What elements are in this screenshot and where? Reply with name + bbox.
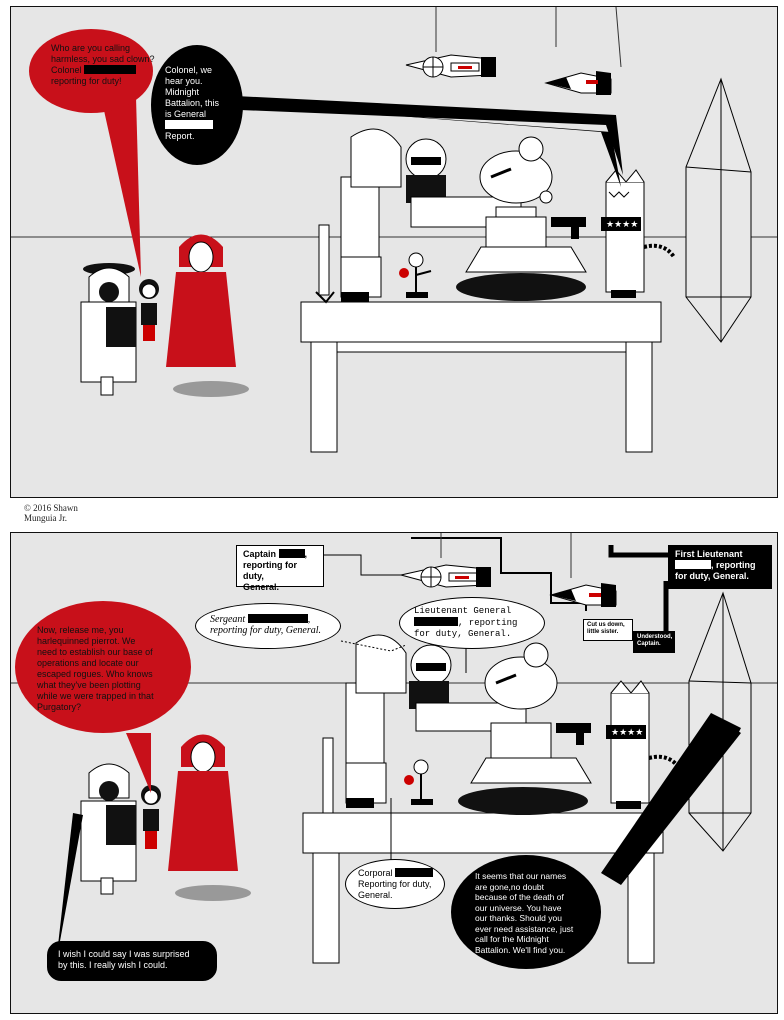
speech-bubble-corporal: Corporal Reporting for duty, General.	[345, 859, 445, 909]
caption-text-line: , reporting	[711, 560, 756, 570]
svg-text:★★★★: ★★★★	[611, 727, 643, 737]
caption-text-line: General.	[243, 582, 280, 592]
bubble-text-line: are gone,no doubt	[475, 881, 545, 892]
bubble-text-line: harlequinned pierrot. We	[37, 636, 136, 646]
tiger-soldier: ★★★★	[601, 169, 676, 298]
speech-bubble-general: It seems that our names are gone,no doub…	[451, 855, 601, 969]
bubble-text-line: General.	[358, 890, 393, 900]
bubble-text-line: because of the death of	[475, 892, 564, 902]
copyright-notice: © 2016 Shawn Munguia Jr.	[24, 503, 78, 523]
jet-2	[544, 71, 612, 95]
pierrot-figure	[80, 763, 137, 895]
bubble-text-line: for duty, General.	[414, 629, 512, 639]
bubble-text-line: ever need assistance, just	[475, 923, 574, 934]
caption-captain: Captain , reporting for duty, General.	[236, 545, 324, 592]
bubble-text-line: hear you.	[165, 76, 203, 86]
caption-text-line: for duty, General.	[675, 571, 749, 581]
jet-1	[400, 564, 491, 588]
comic-panel-top: ★★★★	[10, 6, 778, 498]
caption-bottom-left: I wish I could say I was surprised by th…	[47, 941, 217, 981]
bubble-text-line: It seems that our names	[475, 871, 567, 881]
speech-bubble-lieutenant-general: Lieutenant General , reporting for duty,…	[399, 597, 545, 649]
caption-first-lieutenant: First Lieutenant , reporting for duty, G…	[668, 545, 772, 589]
caption-text-line: Captain	[243, 549, 277, 559]
bubble-text-line: our thanks. Should you	[475, 913, 562, 923]
caption-text-line: I wish I could say I was surprised	[58, 949, 190, 959]
jet-2	[549, 583, 617, 607]
redacted-name-bar	[247, 614, 308, 623]
bubble-text-line: Purgatory?	[37, 702, 82, 712]
bubble-text-line: Corporal	[358, 868, 393, 878]
bubble-text-line: while we were trapped in that	[37, 691, 154, 701]
small-figure	[404, 759, 433, 805]
mouse-general	[465, 136, 587, 273]
red-hood-figure	[168, 734, 251, 901]
bubble-text-line: operations and locate our	[37, 658, 139, 668]
speech-bubble-sergeant: Sergeant , reporting for duty, General.	[195, 603, 341, 649]
redacted-name-bar	[395, 868, 434, 877]
hazmat-figure	[315, 128, 402, 304]
tiger-soldier: ★★★★	[606, 680, 681, 809]
table	[302, 812, 664, 964]
red-hood-figure	[166, 234, 249, 397]
hazmat-figure	[322, 634, 407, 814]
bubble-text-line: call for the Midnight	[475, 934, 549, 944]
caption-cut-us-down: Cut us down, little sister.	[583, 619, 633, 641]
redacted-name-bar	[165, 120, 213, 129]
bubble-text-line: escaped rogues. Who knows	[37, 669, 153, 679]
comic-panel-bottom: ★★★★	[10, 532, 778, 1014]
bubble-text-line: Lieutenant General	[414, 606, 512, 616]
bubble-text-line: Battalion. We'll find you.	[475, 944, 566, 955]
jet-1	[405, 54, 496, 78]
bubble-text-line: Colonel	[51, 65, 82, 75]
mouse-general	[470, 642, 592, 784]
redacted-name-bar	[675, 560, 711, 569]
bubble-text-line: need to establish our base of	[37, 647, 153, 657]
redacted-name-bar	[278, 549, 305, 558]
bubble-text-line: Battalion, this	[165, 98, 220, 108]
caption-text-line: little sister.	[587, 629, 619, 635]
bubble-text-line: reporting for duty, General.	[210, 625, 322, 636]
caption-text-line: First Lieutenant	[675, 549, 743, 559]
speech-bubble-red: Now, release me, you harlequinned pierro…	[15, 601, 191, 733]
redacted-name-bar	[414, 617, 458, 626]
redacted-name-bar	[84, 65, 137, 74]
caption-text-line: reporting for duty,	[243, 560, 297, 581]
crystal-shape	[685, 77, 752, 343]
bubble-text-line: Reporting for duty,	[358, 879, 432, 889]
caption-text-line: by this. I really wish I could.	[58, 960, 168, 970]
bubble-text-line: Who are you calling	[51, 43, 131, 53]
bubble-text-line: what they've been plotting	[37, 680, 141, 690]
bubble-text-line: , reporting	[458, 618, 518, 628]
caption-understood: Understood, Captain.	[633, 631, 675, 653]
bubble-text-line: Sergeant	[210, 614, 246, 625]
bubble-text-line: Colonel, we	[165, 65, 213, 75]
bubble-text-line: reporting for duty!	[51, 76, 122, 86]
bubble-text-line: Now, release me, you	[37, 625, 124, 635]
svg-text:★★★★: ★★★★	[606, 219, 638, 229]
small-figure	[399, 252, 432, 298]
held-doll	[141, 785, 161, 849]
bubble-text-line: our universe. You have	[475, 902, 562, 913]
caption-text-line: Understood,	[637, 634, 673, 640]
panel-top-artwork: ★★★★	[11, 7, 777, 453]
bubble-text-line: Report.	[165, 131, 195, 141]
bubble-text-line: harmless, you sad clown?	[51, 54, 155, 64]
bubble-text-line: is General	[165, 109, 207, 119]
speech-bubble-black: Colonel, we hear you. Midnight Battalion…	[151, 45, 243, 165]
held-doll	[139, 279, 159, 341]
table	[300, 301, 662, 453]
pierrot-figure	[80, 263, 137, 396]
bubble-text-line: Midnight	[165, 87, 200, 97]
caption-text-line: Captain.	[637, 641, 661, 647]
caption-text-line: Cut us down,	[587, 622, 625, 628]
speech-bubble-red: Who are you calling harmless, you sad cl…	[29, 29, 155, 113]
